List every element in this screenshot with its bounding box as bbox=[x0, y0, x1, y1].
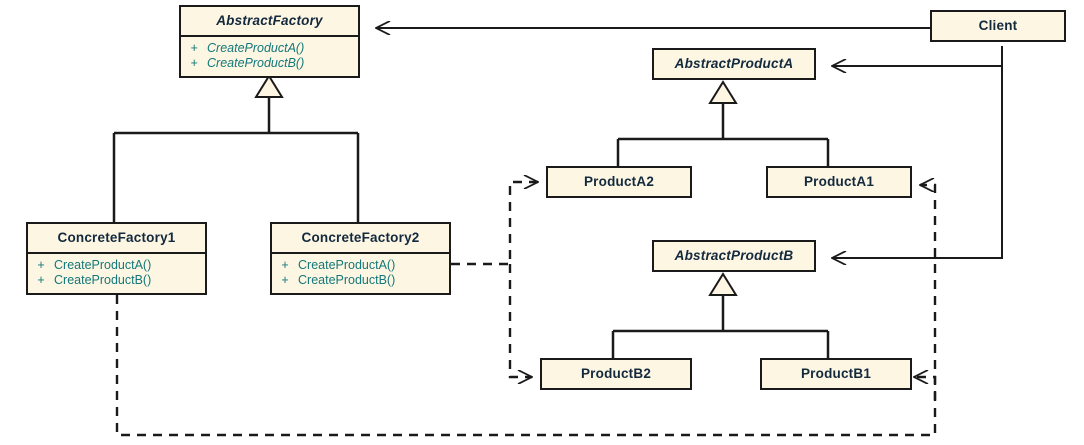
class-box-abstractproducta[interactable]: AbstractProductA bbox=[652, 48, 816, 80]
method-row: + CreateProductA() bbox=[272, 258, 449, 273]
class-box-productb2[interactable]: ProductB2 bbox=[540, 358, 692, 390]
class-name-abstractfactory: AbstractFactory bbox=[216, 13, 323, 28]
class-name-concretefactory2: ConcreteFactory2 bbox=[301, 230, 420, 245]
class-box-client[interactable]: Client bbox=[930, 10, 1066, 42]
class-name-concretefactory1: ConcreteFactory1 bbox=[57, 230, 176, 245]
edge-dependency-cf2-to-producta2 bbox=[451, 182, 538, 266]
visibility-marker: + bbox=[37, 272, 45, 287]
class-name-producta1: ProductA1 bbox=[803, 174, 875, 189]
edge-dependency-cf2-to-productb2 bbox=[508, 264, 532, 377]
edge-dependency-cf1-to-productb1 bbox=[914, 377, 937, 400]
method-signature: CreateProductA() bbox=[207, 40, 305, 55]
class-box-abstractfactory[interactable]: AbstractFactory + CreateProductA() + Cre… bbox=[179, 5, 360, 78]
class-box-productb1[interactable]: ProductB1 bbox=[760, 358, 912, 390]
class-name-productb2: ProductB2 bbox=[580, 366, 652, 381]
hollow-triangle-icon bbox=[708, 272, 738, 296]
method-row: + CreateProductB() bbox=[272, 273, 449, 288]
visibility-marker: + bbox=[190, 55, 198, 70]
class-name-producta2: ProductA2 bbox=[583, 174, 655, 189]
method-signature: CreateProductB() bbox=[298, 272, 396, 287]
compartment-divider bbox=[181, 34, 358, 37]
compartment-divider bbox=[28, 251, 205, 254]
class-box-abstractproductb[interactable]: AbstractProductB bbox=[652, 240, 816, 272]
visibility-marker: + bbox=[281, 257, 289, 272]
methods-compartment: + CreateProductA() + CreateProductB() bbox=[28, 254, 205, 293]
visibility-marker: + bbox=[190, 40, 198, 55]
class-box-concretefactory2[interactable]: ConcreteFactory2 + CreateProductA() + Cr… bbox=[270, 222, 451, 295]
method-row: + CreateProductB() bbox=[28, 273, 205, 288]
edge-client-to-abstractproductb bbox=[832, 46, 1003, 258]
class-name-productb1: ProductB1 bbox=[800, 366, 872, 381]
edge-dependency-cf1-to-producta1 bbox=[115, 185, 937, 437]
class-name-abstractproducta: AbstractProductA bbox=[674, 56, 794, 71]
class-box-producta2[interactable]: ProductA2 bbox=[546, 166, 692, 198]
method-row: + CreateProductA() bbox=[28, 258, 205, 273]
methods-compartment: + CreateProductA() + CreateProductB() bbox=[181, 37, 358, 76]
edge-generalization-producta bbox=[616, 80, 830, 166]
class-box-producta1[interactable]: ProductA1 bbox=[766, 166, 912, 198]
visibility-marker: + bbox=[281, 272, 289, 287]
class-name-client: Client bbox=[978, 18, 1018, 33]
compartment-divider bbox=[272, 251, 449, 254]
hollow-triangle-icon bbox=[708, 80, 738, 104]
edge-generalization-productb bbox=[611, 272, 830, 358]
edge-generalization-factories bbox=[112, 74, 360, 222]
visibility-marker: + bbox=[37, 257, 45, 272]
class-name-abstractproductb: AbstractProductB bbox=[674, 248, 794, 263]
class-box-concretefactory1[interactable]: ConcreteFactory1 + CreateProductA() + Cr… bbox=[26, 222, 207, 295]
method-row: + CreateProductA() bbox=[181, 41, 358, 56]
method-signature: CreateProductB() bbox=[54, 272, 152, 287]
method-signature: CreateProductA() bbox=[54, 257, 152, 272]
methods-compartment: + CreateProductA() + CreateProductB() bbox=[272, 254, 449, 293]
hollow-triangle-icon bbox=[254, 74, 284, 98]
method-signature: CreateProductB() bbox=[207, 55, 305, 70]
method-signature: CreateProductA() bbox=[298, 257, 396, 272]
method-row: + CreateProductB() bbox=[181, 56, 358, 71]
edge-client-to-abstractproducta bbox=[832, 46, 1003, 66]
